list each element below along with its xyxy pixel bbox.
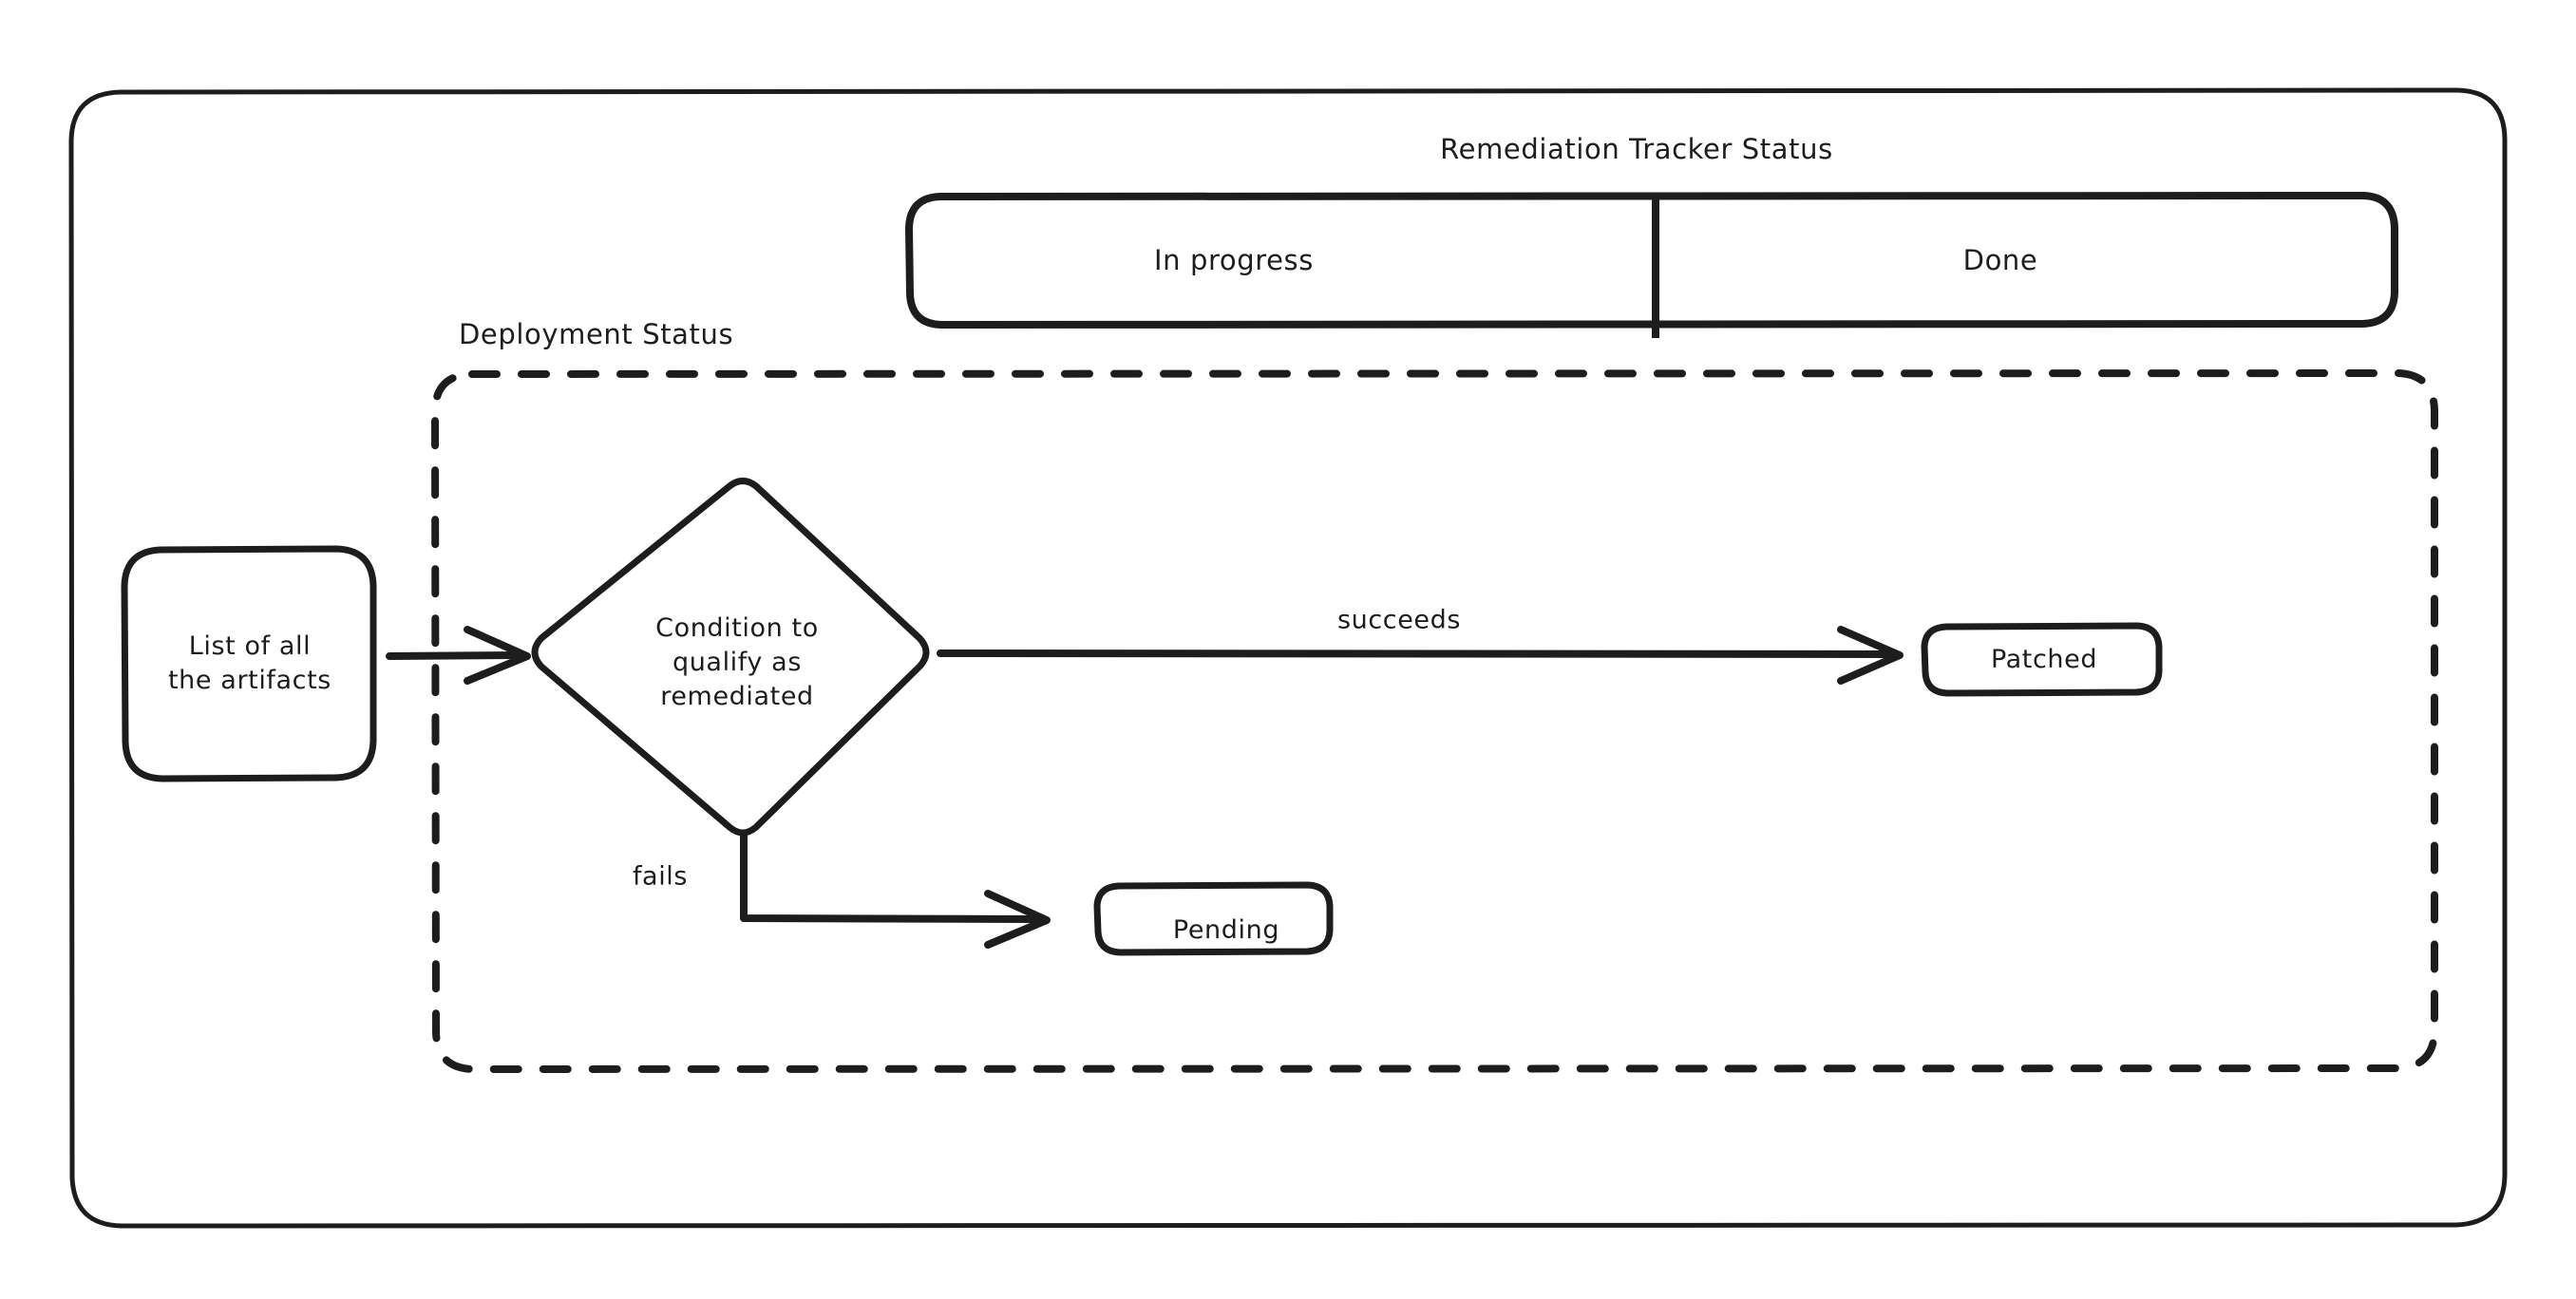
node-pending-label: Pending — [1172, 915, 1280, 946]
outer-frame — [68, 87, 2508, 1229]
node-pending[interactable] — [1093, 881, 1334, 956]
node-artifacts[interactable] — [121, 545, 377, 782]
edge-label-fails: fails — [632, 861, 689, 892]
node-patched[interactable] — [1921, 622, 2163, 697]
node-condition-diamond[interactable] — [531, 478, 930, 837]
deployment-status-dashed-box — [431, 369, 2438, 1073]
node-artifacts-label-line2: the artifacts — [168, 666, 331, 695]
node-condition-label-line1: Condition to — [655, 613, 819, 644]
swimlane-box — [905, 192, 2398, 329]
node-condition-label-line3: remediated — [660, 681, 814, 711]
node-artifacts-label-line1: List of all — [188, 631, 312, 662]
edge-condition-to-pending — [740, 832, 1051, 949]
node-condition-label: Condition to qualify as remediated — [599, 612, 875, 714]
edge-artifacts-to-condition — [386, 626, 531, 685]
edge-condition-to-patched — [937, 626, 1904, 685]
swimlane-group-title: Remediation Tracker Status — [1440, 133, 1833, 165]
lane-label-in-progress: In progress — [1154, 244, 1314, 276]
node-condition-label-line2: qualify as — [672, 648, 802, 678]
lane-label-done: Done — [1962, 244, 2038, 276]
node-artifacts-label: List of all the artifacts — [141, 630, 359, 698]
deployment-status-group-label: Deployment Status — [459, 318, 734, 350]
node-patched-label: Patched — [1990, 645, 2098, 675]
edge-label-succeeds: succeeds — [1336, 605, 1462, 635]
